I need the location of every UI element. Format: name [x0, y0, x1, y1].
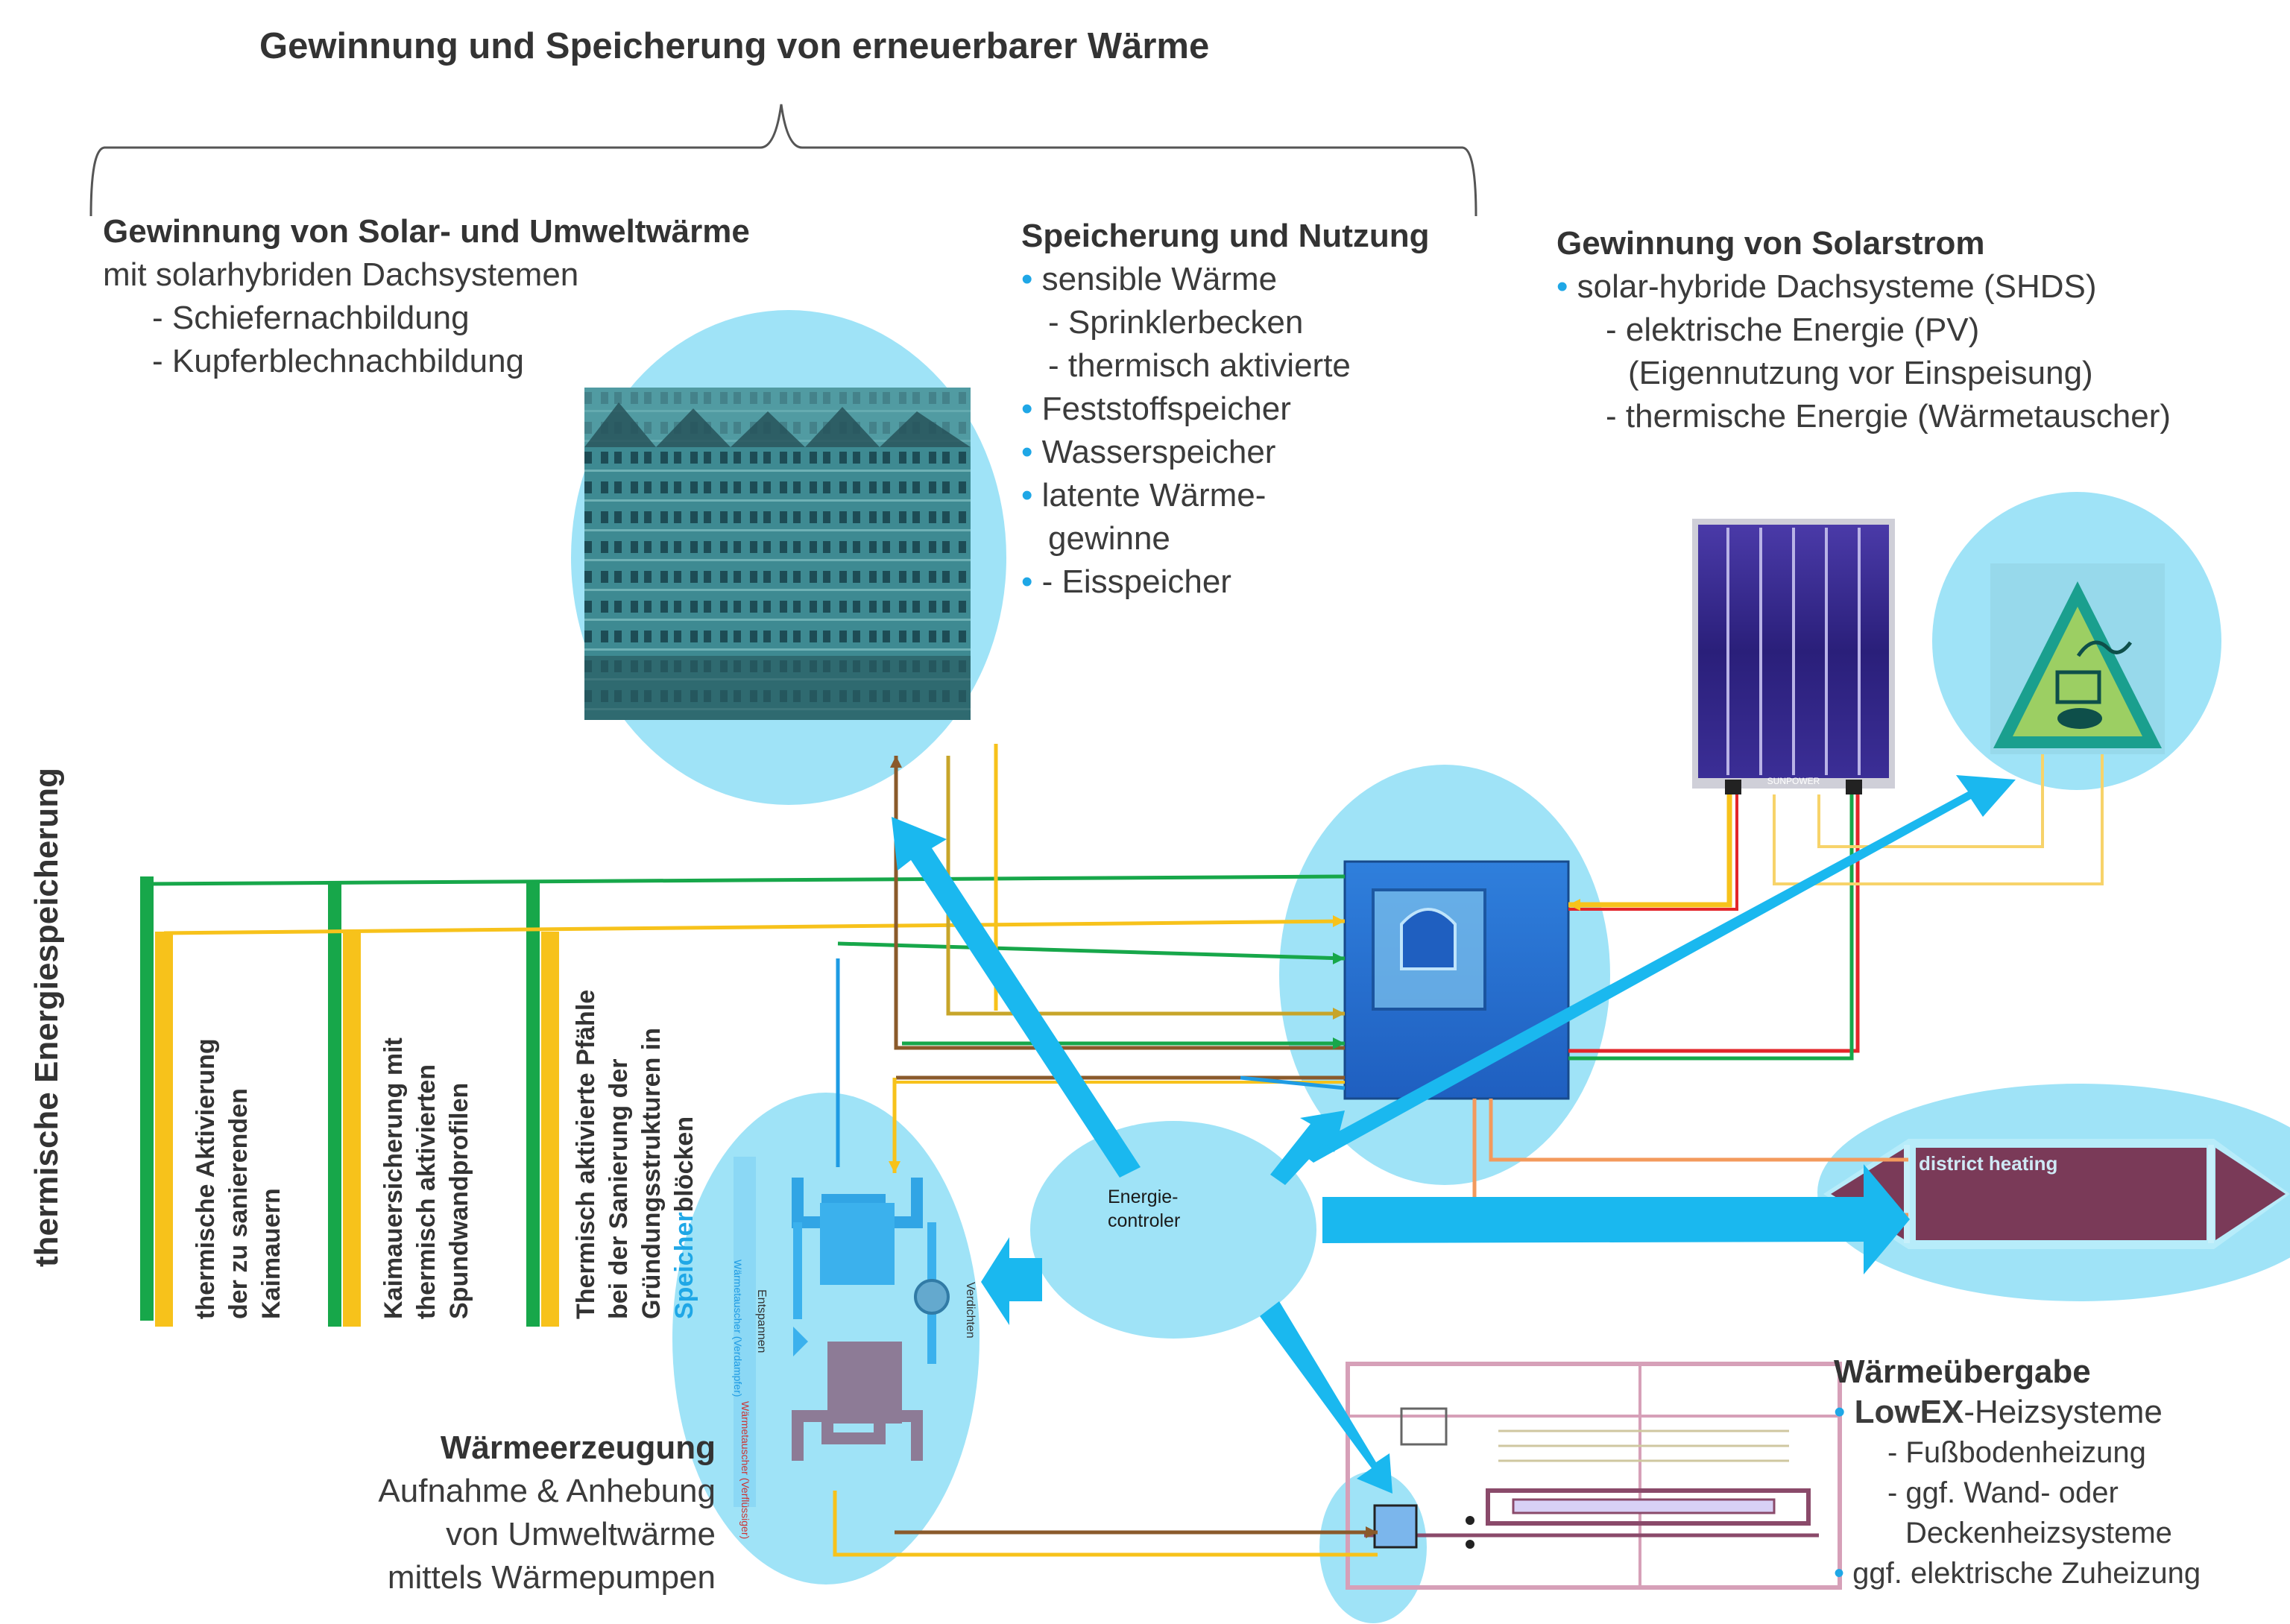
- bullet: •: [1021, 563, 1033, 600]
- storage-b5: • - Eisspeicher: [1021, 560, 1430, 604]
- transfer-s2b: Deckenheizsysteme: [1905, 1517, 2172, 1549]
- hp-expand-label: Entspannen: [755, 1289, 768, 1353]
- speicherstadt-photo: [584, 388, 971, 720]
- transfer-b1-rest: -Heizsysteme: [1963, 1394, 2163, 1430]
- heatpump-l1: Aufnahme & Anhebung: [378, 1473, 716, 1509]
- transfer-b1-bold: LowEX: [1854, 1394, 1964, 1430]
- controller-line2: controler: [1108, 1210, 1181, 1231]
- storage-heading: Speicherung und Nutzung: [1021, 218, 1430, 254]
- district-heating-label: district heating: [1919, 1152, 2058, 1175]
- storage-b3-text: Wasserspeicher: [1041, 434, 1276, 470]
- solar-power-s1: - elektrische Energie (PV): [1606, 312, 1980, 348]
- heatpump-bubble: [672, 1093, 980, 1584]
- pillar3-line1: Thermisch aktivierte Pfähle: [572, 989, 600, 1319]
- storage-b3: • Wasserspeicher: [1021, 431, 1430, 474]
- solar-power-s1b: (Eigennutzung vor Einspeisung): [1628, 355, 2093, 391]
- pipe-arrowheads: [889, 756, 1580, 1538]
- pillar3-line2: bei der Sanierung der: [605, 1058, 633, 1319]
- pillar1-line2: der zu sanierenden: [224, 1088, 253, 1319]
- hp-compress-label: Verdichten: [964, 1282, 977, 1339]
- title-brace: [89, 104, 1477, 217]
- hp-cond-label: Wärmetauscher (Verflüssiger): [739, 1401, 751, 1540]
- arrow-to-tank: [1270, 1110, 1345, 1185]
- pillar3-label: Thermisch aktivierte Pfähle bei der Sani…: [570, 990, 701, 1319]
- transfer-b2: • ggf. elektrische Zuheizung: [1834, 1553, 2201, 1593]
- pillar2-line2: thermisch aktivierten: [412, 1064, 441, 1319]
- storage-b1: • sensible Wärme: [1021, 258, 1430, 301]
- flow-arrows: [892, 775, 2016, 1494]
- storage-b2: • Feststoffspeicher: [1021, 388, 1430, 431]
- pillar3-bloecken: blöcken: [670, 1116, 698, 1213]
- bullet: •: [1021, 261, 1033, 297]
- bullet: •: [1021, 391, 1033, 427]
- pillar3-line3: Gründungsstrukturen in: [637, 1028, 666, 1319]
- transfer-heading: Wärmeübergabe: [1834, 1353, 2091, 1390]
- transfer-s2: - ggf. Wand- oder: [1887, 1476, 2119, 1509]
- solar-power-s2: - thermische Energie (Wärmetauscher): [1606, 398, 2171, 435]
- solar-env-item2: - Kupferblechnachbildung: [152, 343, 525, 379]
- controller-line1: Energie-: [1108, 1187, 1179, 1207]
- heatpump-l3: mittels Wärmepumpen: [387, 1559, 716, 1596]
- bullet: •: [1021, 477, 1033, 514]
- heatpump-l2: von Umweltwärme: [446, 1516, 716, 1552]
- solar-env-item1: - Schiefernachbildung: [152, 300, 470, 336]
- pv-label: SUNPOWER: [1767, 776, 1820, 786]
- solar-power-heading: Gewinnung von Solarstrom: [1556, 225, 1985, 262]
- bullet: •: [1834, 1557, 1845, 1590]
- storage-block: Speicherung und Nutzung • sensible Wärme…: [1021, 215, 1430, 604]
- controller-label: Energie- controler: [1108, 1185, 1180, 1233]
- solar-power-b1-text: solar-hybride Dachsysteme (SHDS): [1577, 268, 2097, 305]
- pillar1-label: thermische Aktivierung der zu sanierende…: [189, 1038, 288, 1319]
- pillars: [140, 876, 559, 1327]
- storage-b2-text: Feststoffspeicher: [1041, 391, 1291, 427]
- controller-bubble: [1030, 1121, 1316, 1339]
- pillar2-label: Kaimauersicherung mit thermisch aktivier…: [377, 1037, 476, 1319]
- arrow-to-battery: [1300, 775, 2016, 1163]
- side-title: thermische Energiespeicherung: [28, 768, 65, 1267]
- storage-b1a: - Sprinklerbecken: [1048, 304, 1304, 341]
- pillar1-line1: thermische Aktivierung: [192, 1038, 220, 1319]
- storage-b5-text: - Eisspeicher: [1041, 563, 1231, 600]
- pv-panel: [1692, 519, 1895, 794]
- battery-warning-icon: [1990, 563, 2165, 754]
- arrow-to-heatpump: [981, 1237, 1042, 1325]
- solar-env-block: Gewinnung von Solar- und Umweltwärme mit…: [103, 210, 750, 383]
- solar-env-heading: Gewinnung von Solar- und Umweltwärme: [103, 213, 750, 250]
- storage-b1-text: sensible Wärme: [1041, 261, 1278, 297]
- pipe-network: [145, 744, 2104, 1557]
- transfer-s1: - Fußbodenheizung: [1887, 1436, 2146, 1469]
- hp-evap-label: Wärmetauscher (Verdampfer): [732, 1260, 744, 1397]
- bullet: •: [1834, 1394, 1846, 1430]
- heatpump-heading: Wärmeerzeugung: [440, 1429, 716, 1466]
- solar-env-line1: mit solarhybriden Dachsystemen: [103, 256, 579, 293]
- page-title: Gewinnung und Speicherung von erneuerbar…: [259, 26, 1210, 66]
- pillar2-line1: Kaimauersicherung mit: [379, 1037, 408, 1319]
- floor-heating-schematic: [1346, 1362, 1842, 1590]
- arrow-to-district: [1322, 1164, 1910, 1274]
- pillar3-speicher: Speicher: [670, 1212, 698, 1319]
- arrow-to-building: [892, 817, 1141, 1178]
- pillar2-line3: Spundwandprofilen: [445, 1082, 473, 1319]
- storage-b1b: - thermisch aktivierte: [1048, 347, 1351, 384]
- solar-power-b1: • solar-hybride Dachsysteme (SHDS): [1556, 265, 2171, 309]
- arrow-to-floor: [1260, 1301, 1392, 1494]
- solar-power-block: Gewinnung von Solarstrom • solar-hybride…: [1556, 222, 2171, 438]
- bullet: •: [1556, 268, 1568, 305]
- storage-tank: [1343, 860, 1570, 1100]
- transfer-b2-text: ggf. elektrische Zuheizung: [1852, 1557, 2201, 1590]
- storage-b4b: gewinne: [1048, 520, 1170, 557]
- transfer-block: Wärmeübergabe • LowEX-Heizsysteme - Fußb…: [1834, 1352, 2201, 1593]
- pillar3-line4: Speicherblöcken: [668, 990, 701, 1319]
- transfer-b1: • LowEX-Heizsysteme: [1834, 1392, 2201, 1432]
- storage-b4: • latente Wärme-: [1021, 474, 1430, 517]
- heatpump-block: Wärmeerzeugung Aufnahme & Anhebung von U…: [283, 1426, 716, 1599]
- bullet: •: [1021, 434, 1033, 470]
- heatpump-schematic: [734, 1157, 950, 1507]
- pillar1-line3: Kaimauern: [257, 1188, 286, 1319]
- storage-b4a-text: latente Wärme-: [1041, 477, 1267, 514]
